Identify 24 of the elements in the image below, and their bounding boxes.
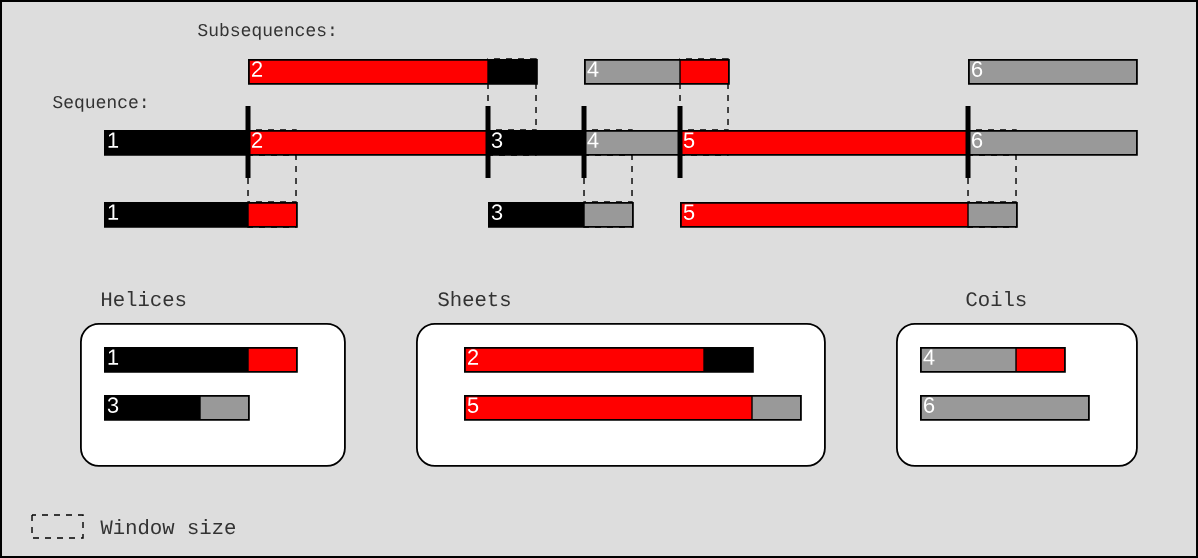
sequence-bar: 4 (584, 130, 682, 156)
row-label: Sequence: (53, 95, 146, 112)
node-label: Coils (966, 291, 1026, 307)
sequence-bar: 2 (464, 346, 754, 373)
sequence-bar: 5 (680, 130, 970, 156)
legend-label: Window size (100, 519, 235, 535)
sequence-bar: 6 (968, 130, 1138, 156)
sequence-bar: 6 (968, 59, 1138, 85)
sequence-bar: 1 (104, 201, 298, 228)
sequence-bar: 3 (104, 394, 250, 421)
sequence-bar: 1 (104, 346, 298, 373)
sequence-bar: 2 (248, 58, 538, 85)
node-label: Sheets (438, 291, 510, 307)
sequence-bar: 3 (488, 130, 586, 156)
sequence-bar: 4 (920, 346, 1066, 373)
sequence-bar: 4 (584, 58, 730, 85)
sequence-bar: 6 (920, 395, 1090, 421)
sequence-bar: 3 (488, 201, 634, 228)
row-label: Subsequences: (198, 22, 334, 40)
node-label: Helices (102, 291, 186, 307)
sequence-bar: 1 (104, 130, 250, 156)
sequence-bar: 5 (464, 394, 802, 421)
sequence-bar: 5 (680, 201, 1018, 228)
sequence-bar: 2 (248, 130, 490, 156)
